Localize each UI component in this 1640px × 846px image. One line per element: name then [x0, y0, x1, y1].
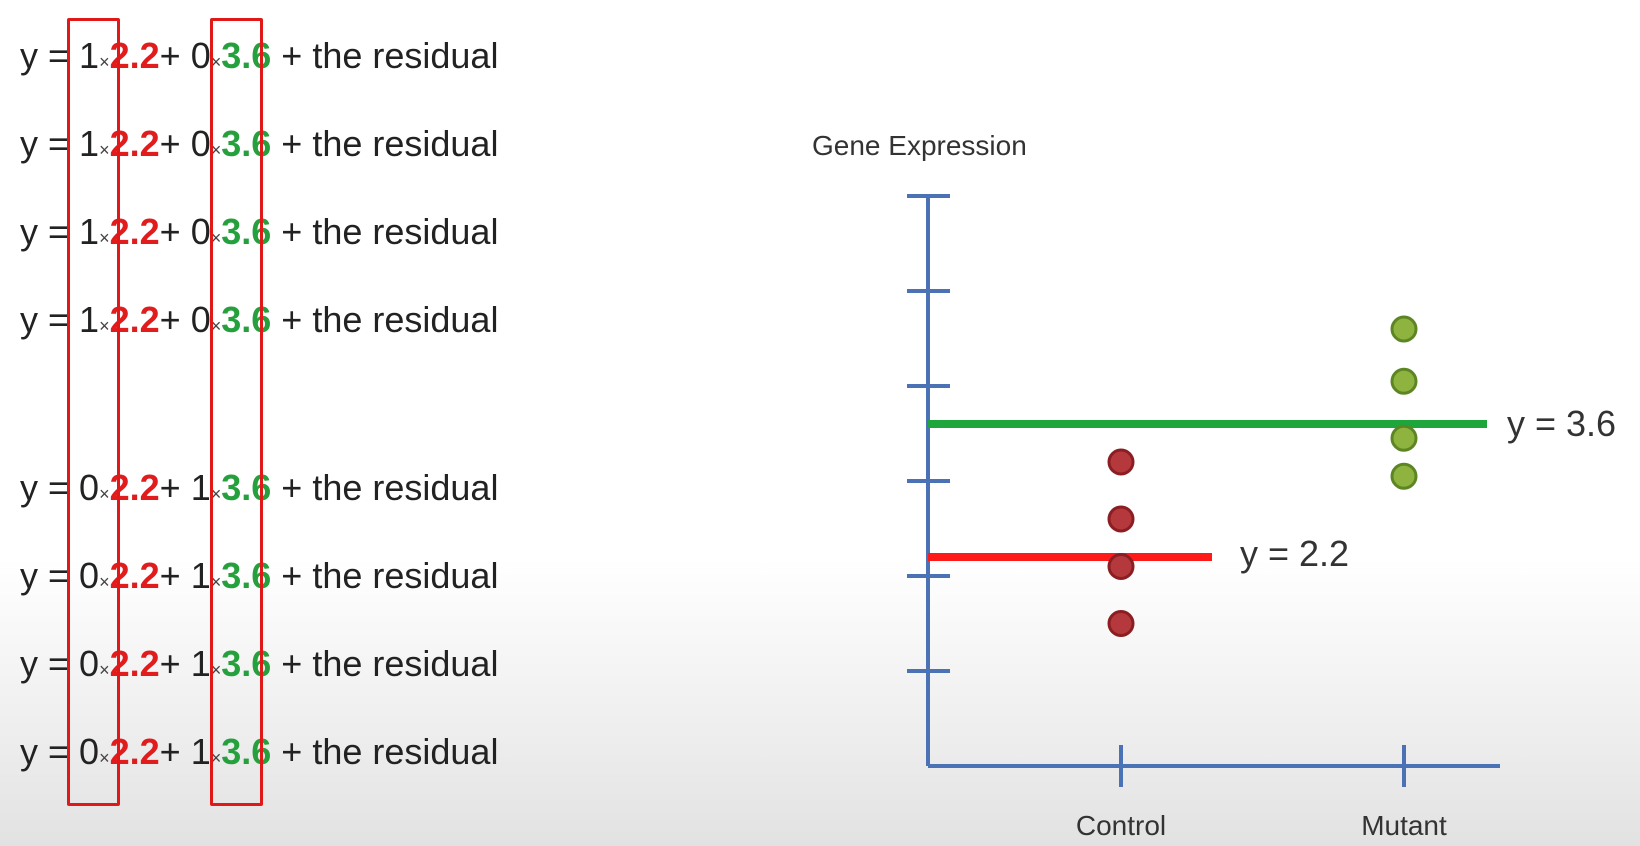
plus-sign: + — [159, 731, 181, 772]
control-mean-label: y = 2.2 — [1240, 533, 1349, 574]
plus-sign: + — [159, 123, 181, 164]
plus-sign: + — [159, 211, 181, 252]
plus-sign: + — [159, 555, 181, 596]
eq-y-label: y = — [20, 35, 70, 76]
mutant-data-point — [1390, 315, 1418, 343]
equation-row: y = 0×2.2+ 1×3.6 + the residual — [20, 458, 498, 518]
x-tick-label: Control — [1076, 810, 1166, 841]
mutant-indicator: 1 — [190, 555, 211, 596]
mutant-data-point — [1390, 424, 1418, 452]
multiply-sign: × — [99, 316, 110, 336]
residual-text: + the residual — [281, 211, 499, 252]
mutant-indicator: 0 — [190, 123, 211, 164]
multiply-sign: × — [99, 748, 110, 768]
multiply-sign: × — [99, 484, 110, 504]
control-data-point — [1107, 505, 1135, 533]
control-data-point — [1107, 448, 1135, 476]
multiply-sign: × — [210, 52, 222, 72]
multiply-sign: × — [210, 572, 222, 592]
mutant-indicator: 0 — [190, 299, 211, 340]
multiply-sign: × — [99, 52, 110, 72]
eq-y-label: y = — [20, 467, 70, 508]
y-axis-label: Gene Expression — [812, 130, 1027, 161]
mutant-data-point — [1390, 462, 1418, 490]
mutant-indicator-box — [210, 18, 263, 806]
x-tick-label: Mutant — [1361, 810, 1447, 841]
control-indicator-box — [67, 18, 120, 806]
control-indicator: 0 — [79, 467, 100, 508]
plus-sign: + — [159, 299, 181, 340]
equation-row: y = 1×2.2+ 0×3.6 + the residual — [20, 290, 498, 350]
residual-text: + the residual — [281, 467, 499, 508]
eq-y-label: y = — [20, 123, 70, 164]
eq-y-label: y = — [20, 643, 70, 684]
mutant-indicator: 1 — [190, 643, 211, 684]
residual-text: + the residual — [281, 123, 499, 164]
multiply-sign: × — [210, 748, 222, 768]
mutant-indicator: 1 — [190, 731, 211, 772]
multiply-sign: × — [99, 660, 110, 680]
control-indicator: 0 — [79, 555, 100, 596]
control-indicator: 0 — [79, 731, 100, 772]
control-indicator: 1 — [79, 211, 100, 252]
mutant-data-point — [1390, 367, 1418, 395]
control-indicator: 1 — [79, 35, 100, 76]
eq-y-label: y = — [20, 555, 70, 596]
residual-text: + the residual — [281, 299, 499, 340]
mutant-indicator: 1 — [190, 467, 211, 508]
multiply-sign: × — [99, 572, 110, 592]
control-data-point — [1107, 610, 1135, 637]
multiply-sign: × — [210, 140, 222, 160]
mutant-indicator: 0 — [190, 211, 211, 252]
control-indicator: 0 — [79, 643, 100, 684]
eq-y-label: y = — [20, 211, 70, 252]
residual-text: + the residual — [281, 35, 499, 76]
multiply-sign: × — [210, 484, 222, 504]
plus-sign: + — [159, 467, 181, 508]
eq-y-label: y = — [20, 731, 70, 772]
plus-sign: + — [159, 35, 181, 76]
multiply-sign: × — [210, 228, 222, 248]
plus-sign: + — [159, 643, 181, 684]
control-indicator: 1 — [79, 299, 100, 340]
residual-text: + the residual — [281, 731, 499, 772]
mutant-mean-label: y = 3.6 — [1507, 403, 1616, 444]
residual-text: + the residual — [281, 643, 499, 684]
multiply-sign: × — [210, 660, 222, 680]
multiply-sign: × — [99, 140, 110, 160]
control-data-point — [1107, 553, 1135, 580]
control-indicator: 1 — [79, 123, 100, 164]
mutant-indicator: 0 — [190, 35, 211, 76]
residual-text: + the residual — [281, 555, 499, 596]
multiply-sign: × — [99, 228, 110, 248]
multiply-sign: × — [210, 316, 222, 336]
eq-y-label: y = — [20, 299, 70, 340]
